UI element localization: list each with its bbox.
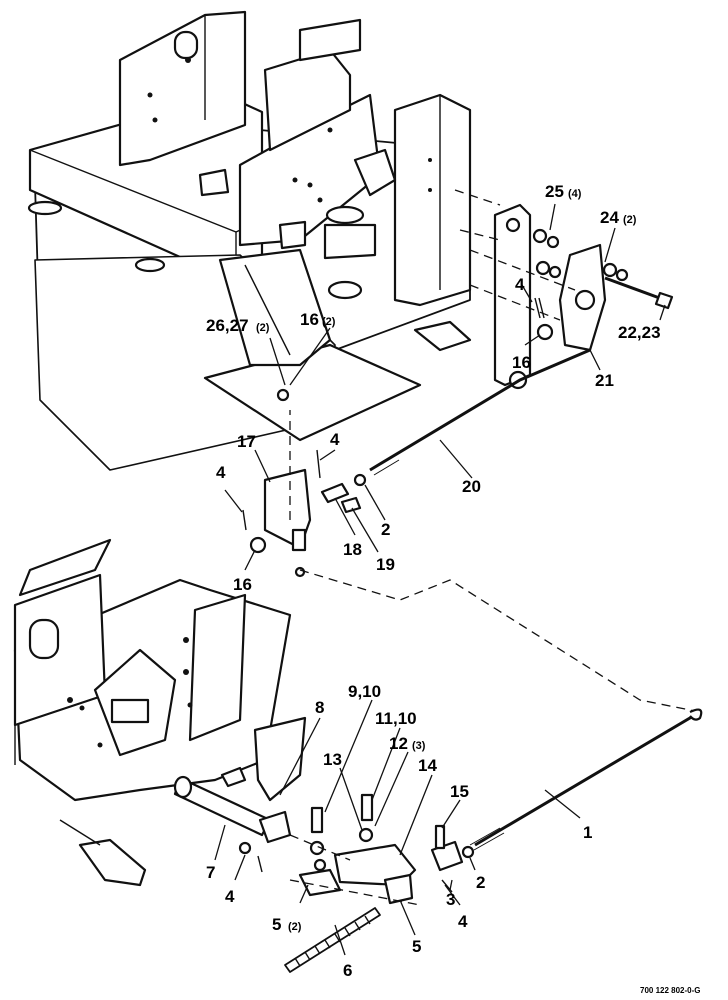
- callout-6: 6: [343, 961, 352, 980]
- callout-11-10: 11,10: [375, 709, 417, 728]
- callout-labels: 25 (4) 24 (2) 4 22,23 26,27 (2) 16 (2) 1…: [206, 182, 701, 995]
- callout-26-27: 26,27: [206, 316, 249, 335]
- callout-2-upper: 2: [381, 520, 390, 539]
- callout-2-lower: 2: [476, 873, 485, 892]
- callout-3: 3: [446, 890, 455, 909]
- callout-16-lower: 16: [233, 575, 252, 594]
- callout-13: 13: [323, 750, 342, 769]
- callout-4-left: 4: [216, 463, 226, 482]
- shaft-lever-assembly: [173, 716, 327, 873]
- upper-frame: [27, 10, 472, 471]
- callout-5-lower: 5: [412, 937, 421, 956]
- callout-5-upper: 5: [272, 915, 281, 934]
- callout-24-qty: (2): [623, 214, 637, 226]
- lower-frame: [13, 538, 292, 887]
- callout-7: 7: [206, 863, 215, 882]
- callout-24: 24: [600, 208, 619, 227]
- callout-20: 20: [462, 477, 481, 496]
- callout-16-upper-qty: (2): [322, 316, 336, 328]
- callout-12: 12: [389, 734, 408, 753]
- callout-9-10: 9,10: [348, 682, 381, 701]
- leader-lines: [214, 203, 666, 956]
- callout-8: 8: [315, 698, 324, 717]
- callout-4-upper-right: 4: [515, 275, 525, 294]
- callout-22-23: 22,23: [618, 323, 661, 342]
- rod-1: [469, 708, 703, 851]
- callout-1: 1: [583, 823, 592, 842]
- callout-4-mid: 4: [330, 430, 340, 449]
- callout-5-upper-qty: (2): [288, 921, 302, 933]
- callout-19: 19: [376, 555, 395, 574]
- callout-25: 25: [545, 182, 564, 201]
- callout-26-27-qty: (2): [256, 322, 270, 334]
- rod-20: [353, 348, 591, 487]
- callout-16-upper: 16: [300, 310, 319, 329]
- callout-17: 17: [237, 432, 256, 451]
- connection-line: [299, 569, 701, 713]
- spring-6: [284, 907, 381, 973]
- callout-4-bottom-left: 4: [225, 887, 235, 906]
- bellcrank-assembly: [413, 189, 674, 390]
- callout-16-right: 16: [512, 353, 531, 372]
- callout-18: 18: [343, 540, 362, 559]
- callout-4-bottom-right: 4: [458, 912, 468, 931]
- callout-21: 21: [595, 371, 614, 390]
- link-14: [289, 793, 475, 906]
- callout-25-qty: (4): [568, 188, 582, 200]
- bracket-17: [242, 388, 362, 578]
- callout-15: 15: [450, 782, 469, 801]
- drawing-number: 700 122 802-0-G: [640, 986, 701, 995]
- callout-12-qty: (3): [412, 740, 426, 752]
- callout-14: 14: [418, 756, 437, 775]
